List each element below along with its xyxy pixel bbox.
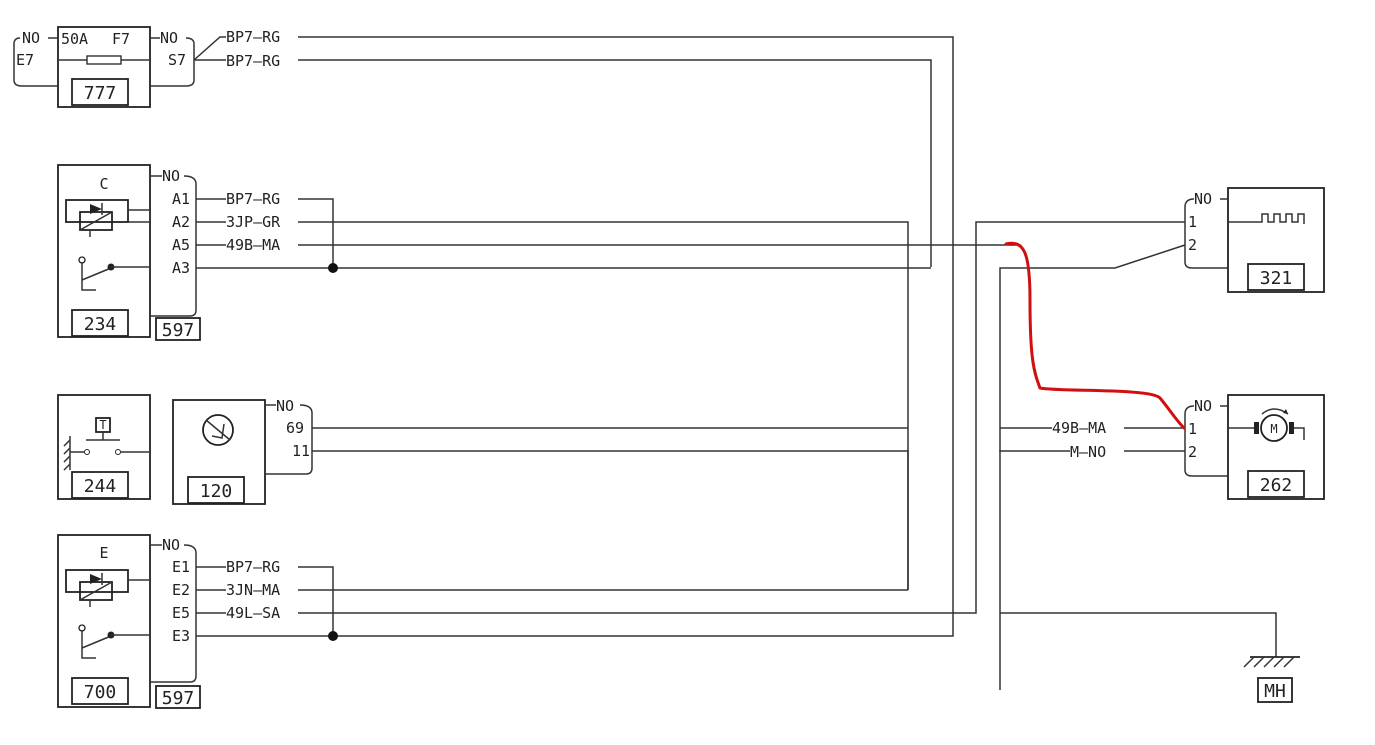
motor-wire-1-label: 49B—MA: [1052, 419, 1106, 437]
relay-234: 234 C NO 597 A1 A2 A5 A3: [57, 164, 1020, 590]
switch-244-code: 244: [84, 476, 117, 497]
relay-234-connector-box: [155, 317, 201, 341]
relay-234-pin-a3: A3: [172, 259, 190, 277]
fuse-rating: 50A: [61, 30, 88, 48]
fuse-left-no: NO: [22, 29, 40, 47]
motor-262-body: [1227, 394, 1325, 500]
motor-label: M: [1270, 422, 1277, 436]
ground-mh: MH: [1000, 612, 1300, 703]
relay-234-wire-a5: 49B—MA: [226, 236, 280, 254]
relay-700-code: 700: [84, 682, 117, 703]
ground-label-box: [1257, 677, 1293, 703]
pulse-signal-icon: [1228, 213, 1305, 224]
fuse-right-no: NO: [160, 29, 178, 47]
motor-262-no: NO: [1194, 397, 1212, 415]
relay-coil-icon: [65, 569, 150, 607]
relay-700-pin-e3: E3: [172, 627, 190, 645]
top-wire-2-label: BP7—RG: [226, 52, 280, 70]
relay-700-connector-box: [155, 685, 201, 709]
relay-700-body: [57, 534, 151, 708]
fuse-777-label-box: [71, 78, 129, 106]
relay-234-label-box: [71, 309, 129, 337]
top-wire-1-label: BP7—RG: [226, 28, 280, 46]
ground-icon: [1243, 656, 1295, 668]
push-button-icon: T: [63, 417, 150, 471]
motor-262-code: 262: [1260, 475, 1293, 496]
switch-244-label-box: [71, 471, 129, 499]
switch-key-label: T: [99, 418, 106, 432]
relay-234-pin-a5: A5: [172, 236, 190, 254]
sensor-120-no: NO: [276, 397, 294, 415]
relay-700-pin-e2: E2: [172, 581, 190, 599]
relay-coil-icon: [65, 199, 150, 237]
fuse-in-pin: E7: [16, 51, 34, 69]
sensor-120-body: [172, 399, 266, 505]
relay-234-wire-a2: 3JP—GR: [226, 213, 281, 231]
fuse-icon: [86, 55, 122, 65]
sensor-120-label-box: [187, 476, 245, 504]
module-321-label-box: [1247, 263, 1305, 291]
relay-234-connector: 597: [162, 320, 195, 341]
relay-switch-icon: [78, 256, 150, 291]
fuse-out-pin: S7: [168, 51, 186, 69]
relay-700-letter: E: [99, 544, 108, 562]
relay-700-connector: 597: [162, 688, 195, 709]
motor-262-label-box: [1247, 470, 1305, 498]
switch-244: 244 T: [57, 394, 151, 500]
red-annotation-line: [1004, 241, 1186, 430]
switch-244-body: [57, 394, 151, 500]
sensor-120: 120 NO 69 11: [172, 397, 909, 590]
motor-icon: M: [1228, 408, 1305, 442]
relay-700: 700 E NO 597 E1 E2 E5 E3 BP7—RG 3JN: [57, 221, 1185, 709]
motor-262-pin-2: 2: [1188, 443, 1197, 461]
fuse-777-code: 777: [84, 83, 117, 104]
relay-234-body: [57, 164, 151, 338]
module-321-code: 321: [1260, 268, 1293, 289]
module-321-pin-2: 2: [1188, 236, 1197, 254]
motor-262-pin-1: 1: [1188, 420, 1197, 438]
relay-700-wire-e5: 49L—SA: [226, 604, 280, 622]
relay-700-no: NO: [162, 536, 180, 554]
relay-234-code: 234: [84, 314, 117, 335]
fuse-777-body: [57, 26, 151, 108]
sensor-120-code: 120: [200, 481, 233, 502]
relay-switch-icon: [78, 624, 150, 659]
motor-262: 262 M NO 1 2 49B—MA M—NO: [999, 394, 1325, 500]
top-wires: BP7—RG BP7—RG: [193, 28, 954, 613]
relay-700-wire-e1: BP7—RG: [226, 558, 280, 576]
fuse-id: F7: [112, 30, 130, 48]
relay-234-pin-a1: A1: [172, 190, 190, 208]
motor-wire-2-label: M—NO: [1070, 443, 1106, 461]
sensor-120-pin-69: 69: [286, 419, 304, 437]
ground-code: MH: [1264, 681, 1286, 702]
relay-234-letter: C: [99, 175, 108, 193]
relay-234-pin-a2: A2: [172, 213, 190, 231]
module-321-no: NO: [1194, 190, 1212, 208]
module-321-body: [1227, 187, 1325, 293]
relay-700-label-box: [71, 677, 129, 705]
module-321-pin-1: 1: [1188, 213, 1197, 231]
relay-700-pin-e1: E1: [172, 558, 190, 576]
relay-234-wire-a1: BP7—RG: [226, 190, 280, 208]
sensor-icon: [202, 414, 234, 446]
sensor-120-pin-11: 11: [292, 442, 310, 460]
relay-700-pin-e5: E5: [172, 604, 190, 622]
module-321: 321 NO 1 2: [999, 187, 1325, 690]
relay-700-wire-e2: 3JN—MA: [226, 581, 280, 599]
fuse-777: 777 50A F7 NO E7 NO S7: [13, 26, 195, 108]
relay-234-no: NO: [162, 167, 180, 185]
